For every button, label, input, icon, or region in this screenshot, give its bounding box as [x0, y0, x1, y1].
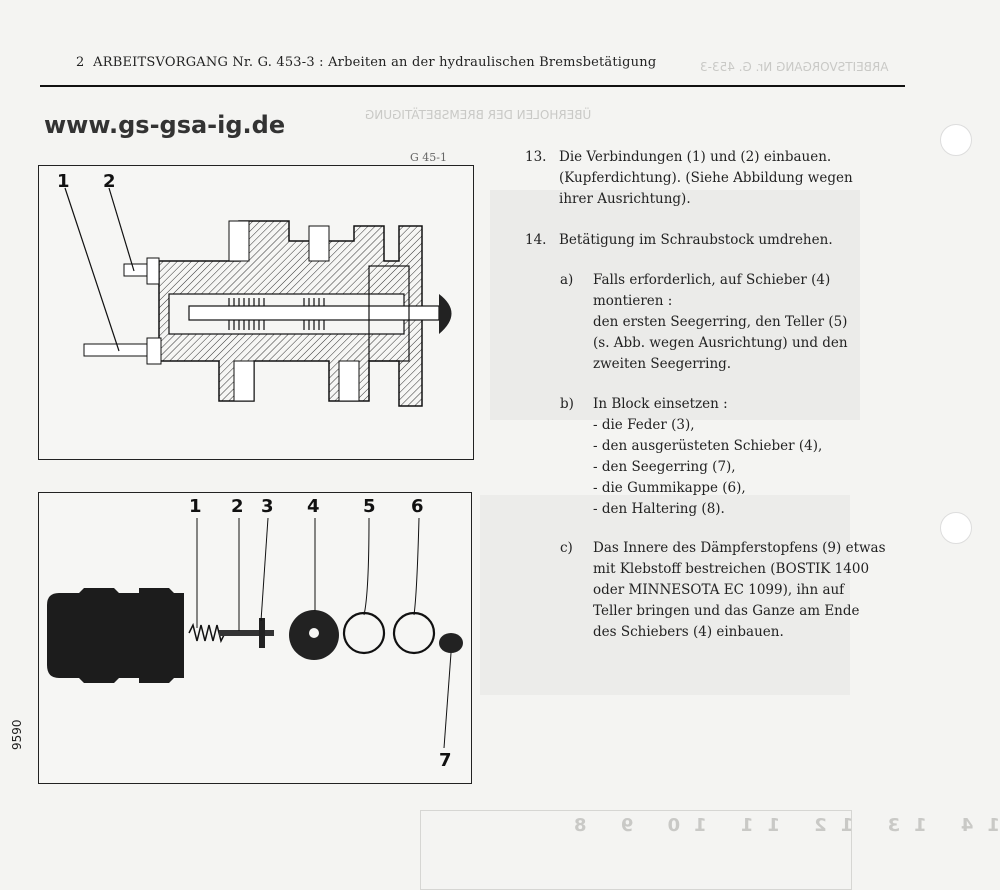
callout-1: 1: [57, 171, 70, 192]
callout-4: 4: [307, 496, 320, 517]
callout-5: 5: [363, 496, 376, 517]
cross-section-figure: 1 2: [38, 165, 474, 460]
callout-2: 2: [103, 171, 116, 192]
callout-7: 7: [439, 750, 452, 771]
cross-section-drawing: [64, 187, 452, 407]
header-rule: [40, 85, 905, 87]
callout-2: 2: [231, 496, 244, 517]
binder-hole-bottom: [940, 512, 972, 544]
callout-1: 1: [189, 496, 202, 517]
callout-3: 3: [261, 496, 274, 517]
exploded-parts-figure: 1 2 3 4 5 6 7: [38, 492, 472, 784]
side-code: 9590: [10, 719, 24, 750]
website-watermark: www.gs-gsa-ig.de: [44, 111, 286, 139]
header-title: 2 ARBEITSVORGANG Nr. G. 453-3 : Arbeiten…: [76, 55, 657, 70]
callout-6: 6: [411, 496, 424, 517]
figure-code: G 45-1: [410, 151, 447, 164]
exploded-drawing: [47, 517, 463, 749]
binder-hole-top: [940, 124, 972, 156]
